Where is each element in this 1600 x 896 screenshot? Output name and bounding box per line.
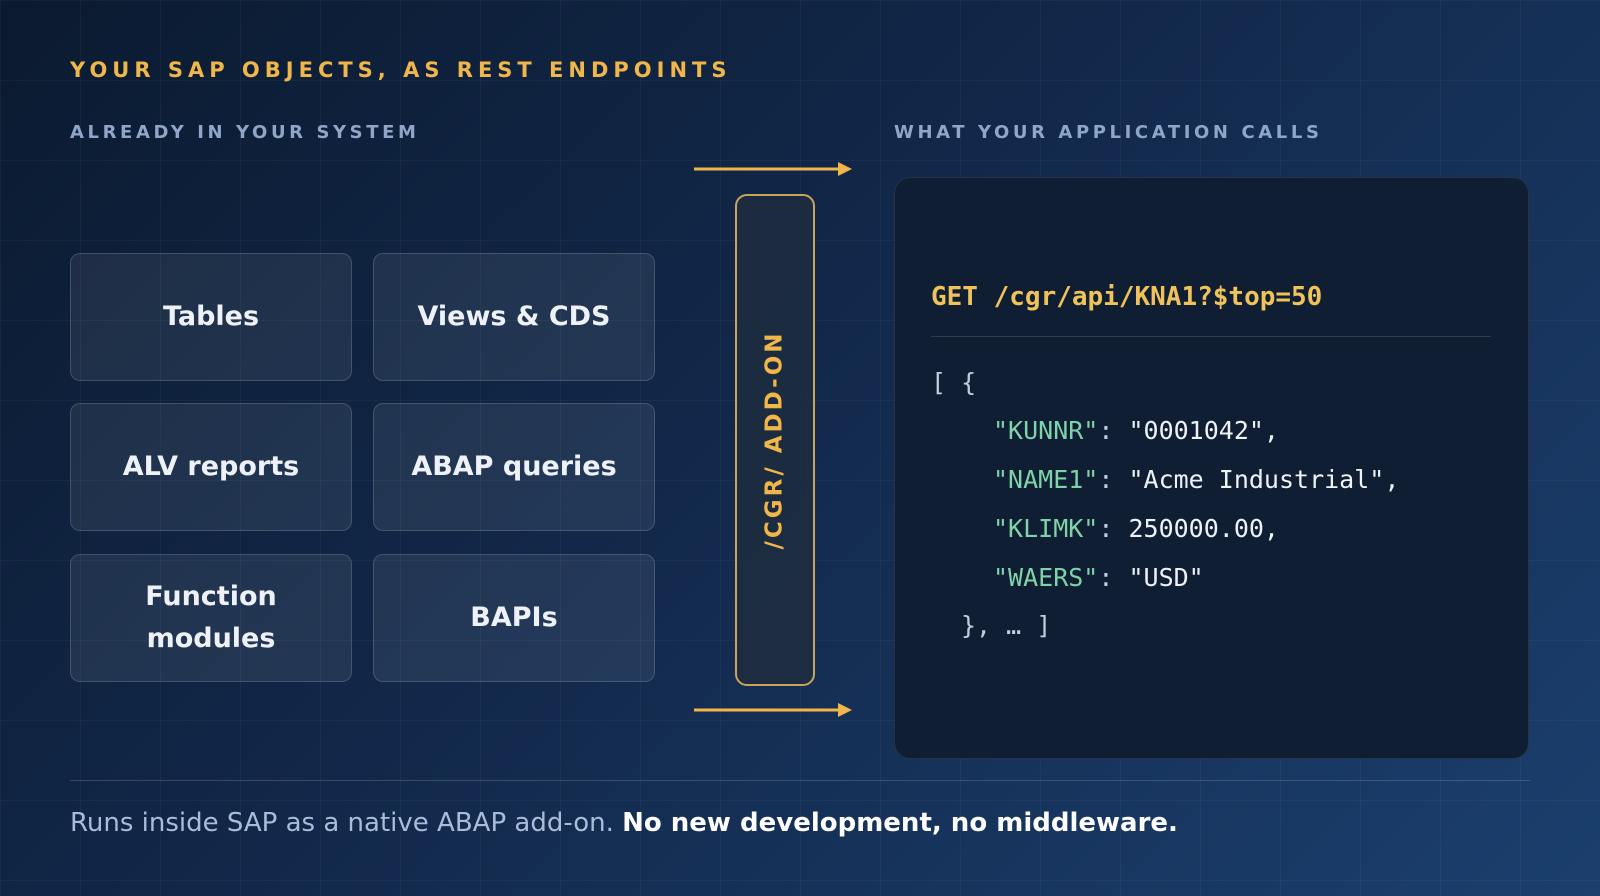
arrow-right-icon (694, 703, 852, 717)
arrow-right-icon (694, 162, 852, 176)
object-tile-function-modules: Function modules (70, 554, 352, 682)
object-tile-tables: Tables (70, 253, 352, 381)
object-tile-views-cds: Views & CDS (373, 253, 655, 381)
json-open-bracket: [ { (931, 368, 977, 397)
api-response-panel: GET /cgr/api/KNA1?$top=50 [ { "KUNNR": "… (894, 177, 1529, 759)
json-field-kunnr: "KUNNR": "0001042", (993, 416, 1279, 445)
addon-bar: /CGR/ ADD-ON (735, 194, 815, 686)
footer-tagline: Runs inside SAP as a native ABAP add-on.… (70, 808, 1178, 838)
footer-text: Runs inside SAP as a native ABAP add-on. (70, 808, 614, 838)
json-field-name1: "NAME1": "Acme Industrial", (993, 465, 1400, 494)
json-field-waers: "WAERS": "USD" (993, 563, 1204, 592)
code-divider (931, 336, 1491, 337)
left-column-label: ALREADY IN YOUR SYSTEM (70, 122, 420, 143)
object-tile-abap-queries: ABAP queries (373, 403, 655, 531)
api-request-line: GET /cgr/api/KNA1?$top=50 (931, 282, 1323, 312)
json-field-klimk: "KLIMK": 250000.00, (993, 514, 1279, 543)
object-tile-bapis: BAPIs (373, 554, 655, 682)
eyebrow-title: YOUR SAP OBJECTS, AS REST ENDPOINTS (70, 58, 732, 82)
addon-label: /CGR/ ADD-ON (762, 330, 789, 550)
object-tile-alv-reports: ALV reports (70, 403, 352, 531)
json-close-bracket: }, … ] (961, 611, 1052, 640)
footer-emphasis: No new development, no middleware. (622, 808, 1178, 838)
right-column-label: WHAT YOUR APPLICATION CALLS (894, 122, 1323, 143)
footer-divider (70, 780, 1530, 781)
